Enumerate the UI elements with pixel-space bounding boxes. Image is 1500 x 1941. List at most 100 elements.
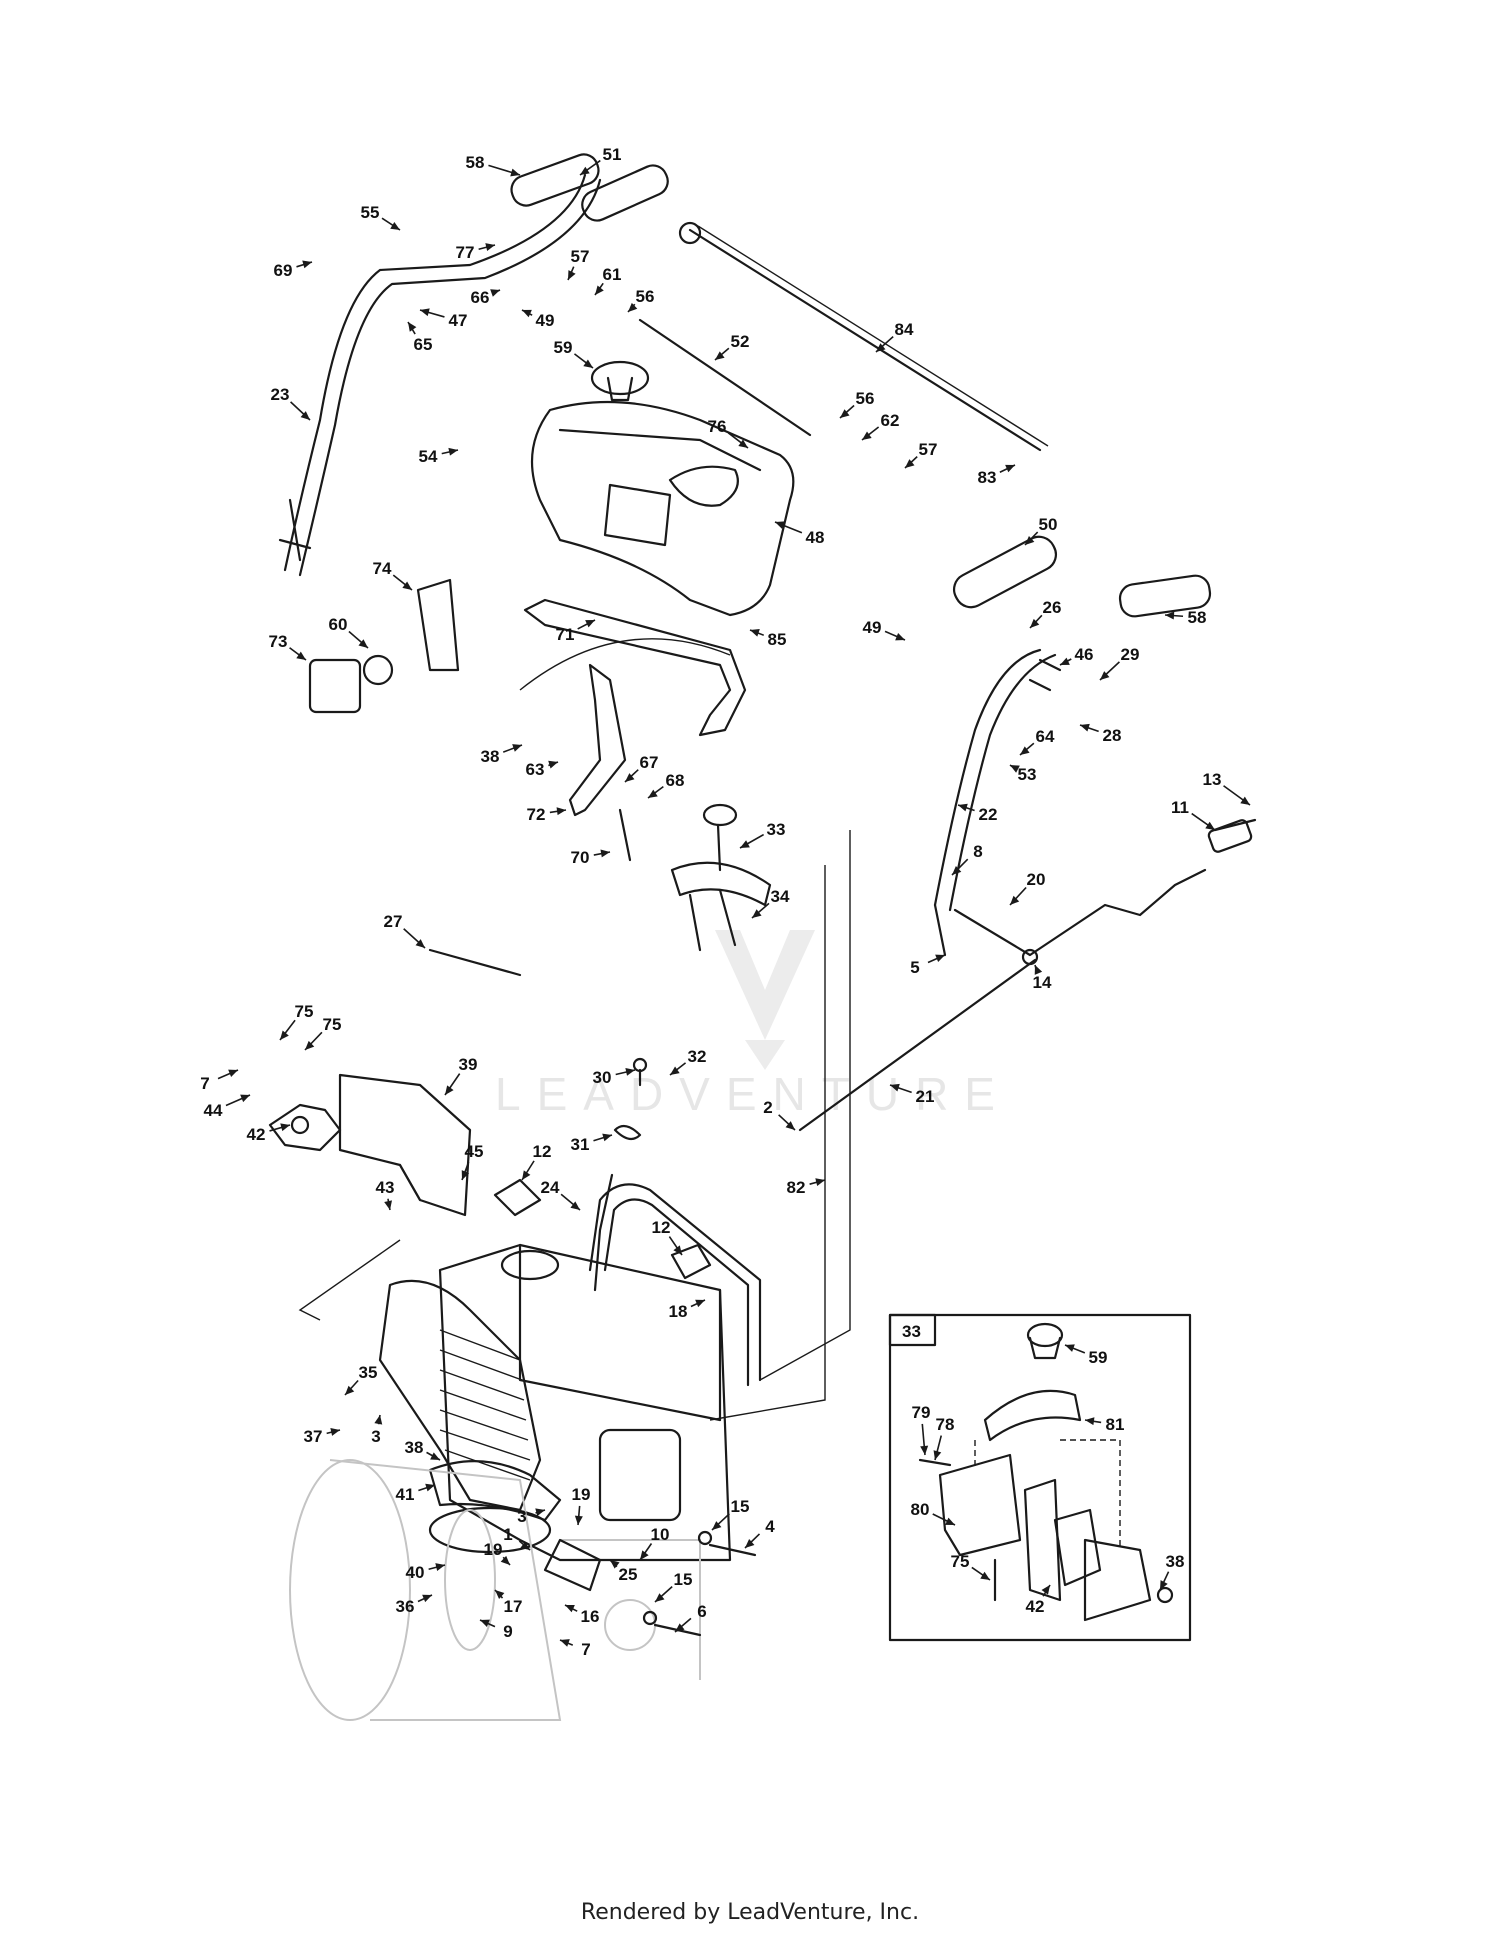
callout-75: 75 [323,1015,342,1034]
arrowhead-56 [628,302,638,312]
callout-64: 64 [1036,727,1055,746]
callout-75: 75 [295,1002,314,1021]
arrowhead-15 [655,1593,665,1602]
arrowhead-63 [548,760,558,769]
callout-81: 81 [1106,1415,1125,1434]
callout-59: 59 [1089,1348,1108,1367]
arrowhead-59 [583,359,593,368]
callout-72: 72 [527,805,546,824]
callout-53: 53 [1018,765,1037,784]
callout-23: 23 [271,385,290,404]
callout-11: 11 [1171,798,1189,817]
arrowhead-19 [500,1555,510,1565]
arrowhead-43 [384,1200,392,1210]
callout-33: 33 [767,820,786,839]
callout-21: 21 [916,1087,935,1106]
callout-8: 8 [973,842,982,861]
arrowhead-2 [785,1121,795,1130]
leadventure-watermark: LEADVENTURE [495,930,995,1120]
arrowhead-66 [490,289,500,297]
knobs [493,1178,712,1280]
arrowhead-70 [600,849,610,858]
callout-17: 17 [504,1597,523,1616]
chute-deflector [268,1073,472,1217]
arrowhead-22 [958,803,968,812]
arrowhead-58 [510,168,520,177]
callout-68: 68 [666,771,685,790]
callout-42: 42 [1026,1597,1045,1616]
arrowhead-85 [750,629,760,637]
callout-12: 12 [533,1142,552,1161]
callout-56: 56 [856,389,875,408]
arrowhead-48 [775,521,785,529]
arrowhead-20 [1010,895,1020,905]
callout-46: 46 [1075,645,1094,664]
arrowhead-34 [752,909,762,918]
arrowhead-51 [580,166,590,175]
callout-65: 65 [414,335,433,354]
callout-69: 69 [274,261,293,280]
callout-41: 41 [396,1485,415,1504]
arrowhead-44 [240,1094,250,1103]
arrowhead-25 [610,1560,620,1569]
arrowhead-6 [675,1623,685,1632]
arrowhead-38 [430,1452,440,1460]
callout-54: 54 [419,447,438,466]
arrowhead-79 [920,1445,929,1455]
callout-36: 36 [396,1597,415,1616]
arrowhead-26 [1030,618,1040,628]
callout-39: 39 [459,1055,478,1074]
callout-59: 59 [554,338,573,357]
callout-7: 7 [581,1640,590,1659]
callout-56: 56 [636,287,655,306]
discharge-chute [378,1279,562,1554]
inset-label: 33 [902,1322,921,1341]
arrowhead-23 [300,411,310,420]
callout-2: 2 [763,1098,772,1117]
callout-22: 22 [979,805,998,824]
callout-38: 38 [481,747,500,766]
arrowhead-29 [1100,671,1110,680]
callout-14: 14 [1033,973,1052,992]
callout-73: 73 [269,632,288,651]
arrowhead-53 [1010,765,1020,773]
callout-51: 51 [603,145,622,164]
callout-78: 78 [936,1415,955,1434]
callout-55: 55 [361,203,380,222]
arrowhead-33 [740,840,750,848]
callout-76: 76 [708,417,727,436]
arrowhead-81 [1085,1417,1095,1426]
callout-32: 32 [688,1047,707,1066]
leader-lines [217,159,1251,1647]
arrowhead-55 [390,221,400,230]
callout-3: 3 [371,1427,380,1446]
callout-6: 6 [697,1602,706,1621]
callout-83: 83 [978,468,997,487]
callout-85: 85 [768,630,787,649]
chute-crank-rod [638,221,1049,452]
rod-clip [593,1057,648,1292]
arrowhead-40 [435,1563,445,1571]
callout-13: 13 [1203,770,1222,789]
arrowhead-71 [585,620,595,628]
callout-49: 49 [536,311,555,330]
arrowhead-1 [520,1541,530,1550]
callout-50: 50 [1039,515,1058,534]
arrowhead-42 [280,1123,290,1132]
callout-57: 57 [919,440,938,459]
callout-66: 66 [471,288,490,307]
inset-shift-lever-detail: 33 [888,1313,1192,1642]
callout-24: 24 [541,1178,560,1197]
arrowhead-47 [420,308,430,317]
callout-18: 18 [669,1302,688,1321]
callout-42: 42 [247,1125,266,1144]
callout-48: 48 [806,528,825,547]
arrowhead-8 [952,865,962,875]
arrowhead-13 [1240,796,1250,805]
callout-5: 5 [910,958,919,977]
arrowhead-82 [815,1178,825,1187]
arrowhead-12 [673,1245,682,1255]
lower-handle [588,1183,762,1387]
